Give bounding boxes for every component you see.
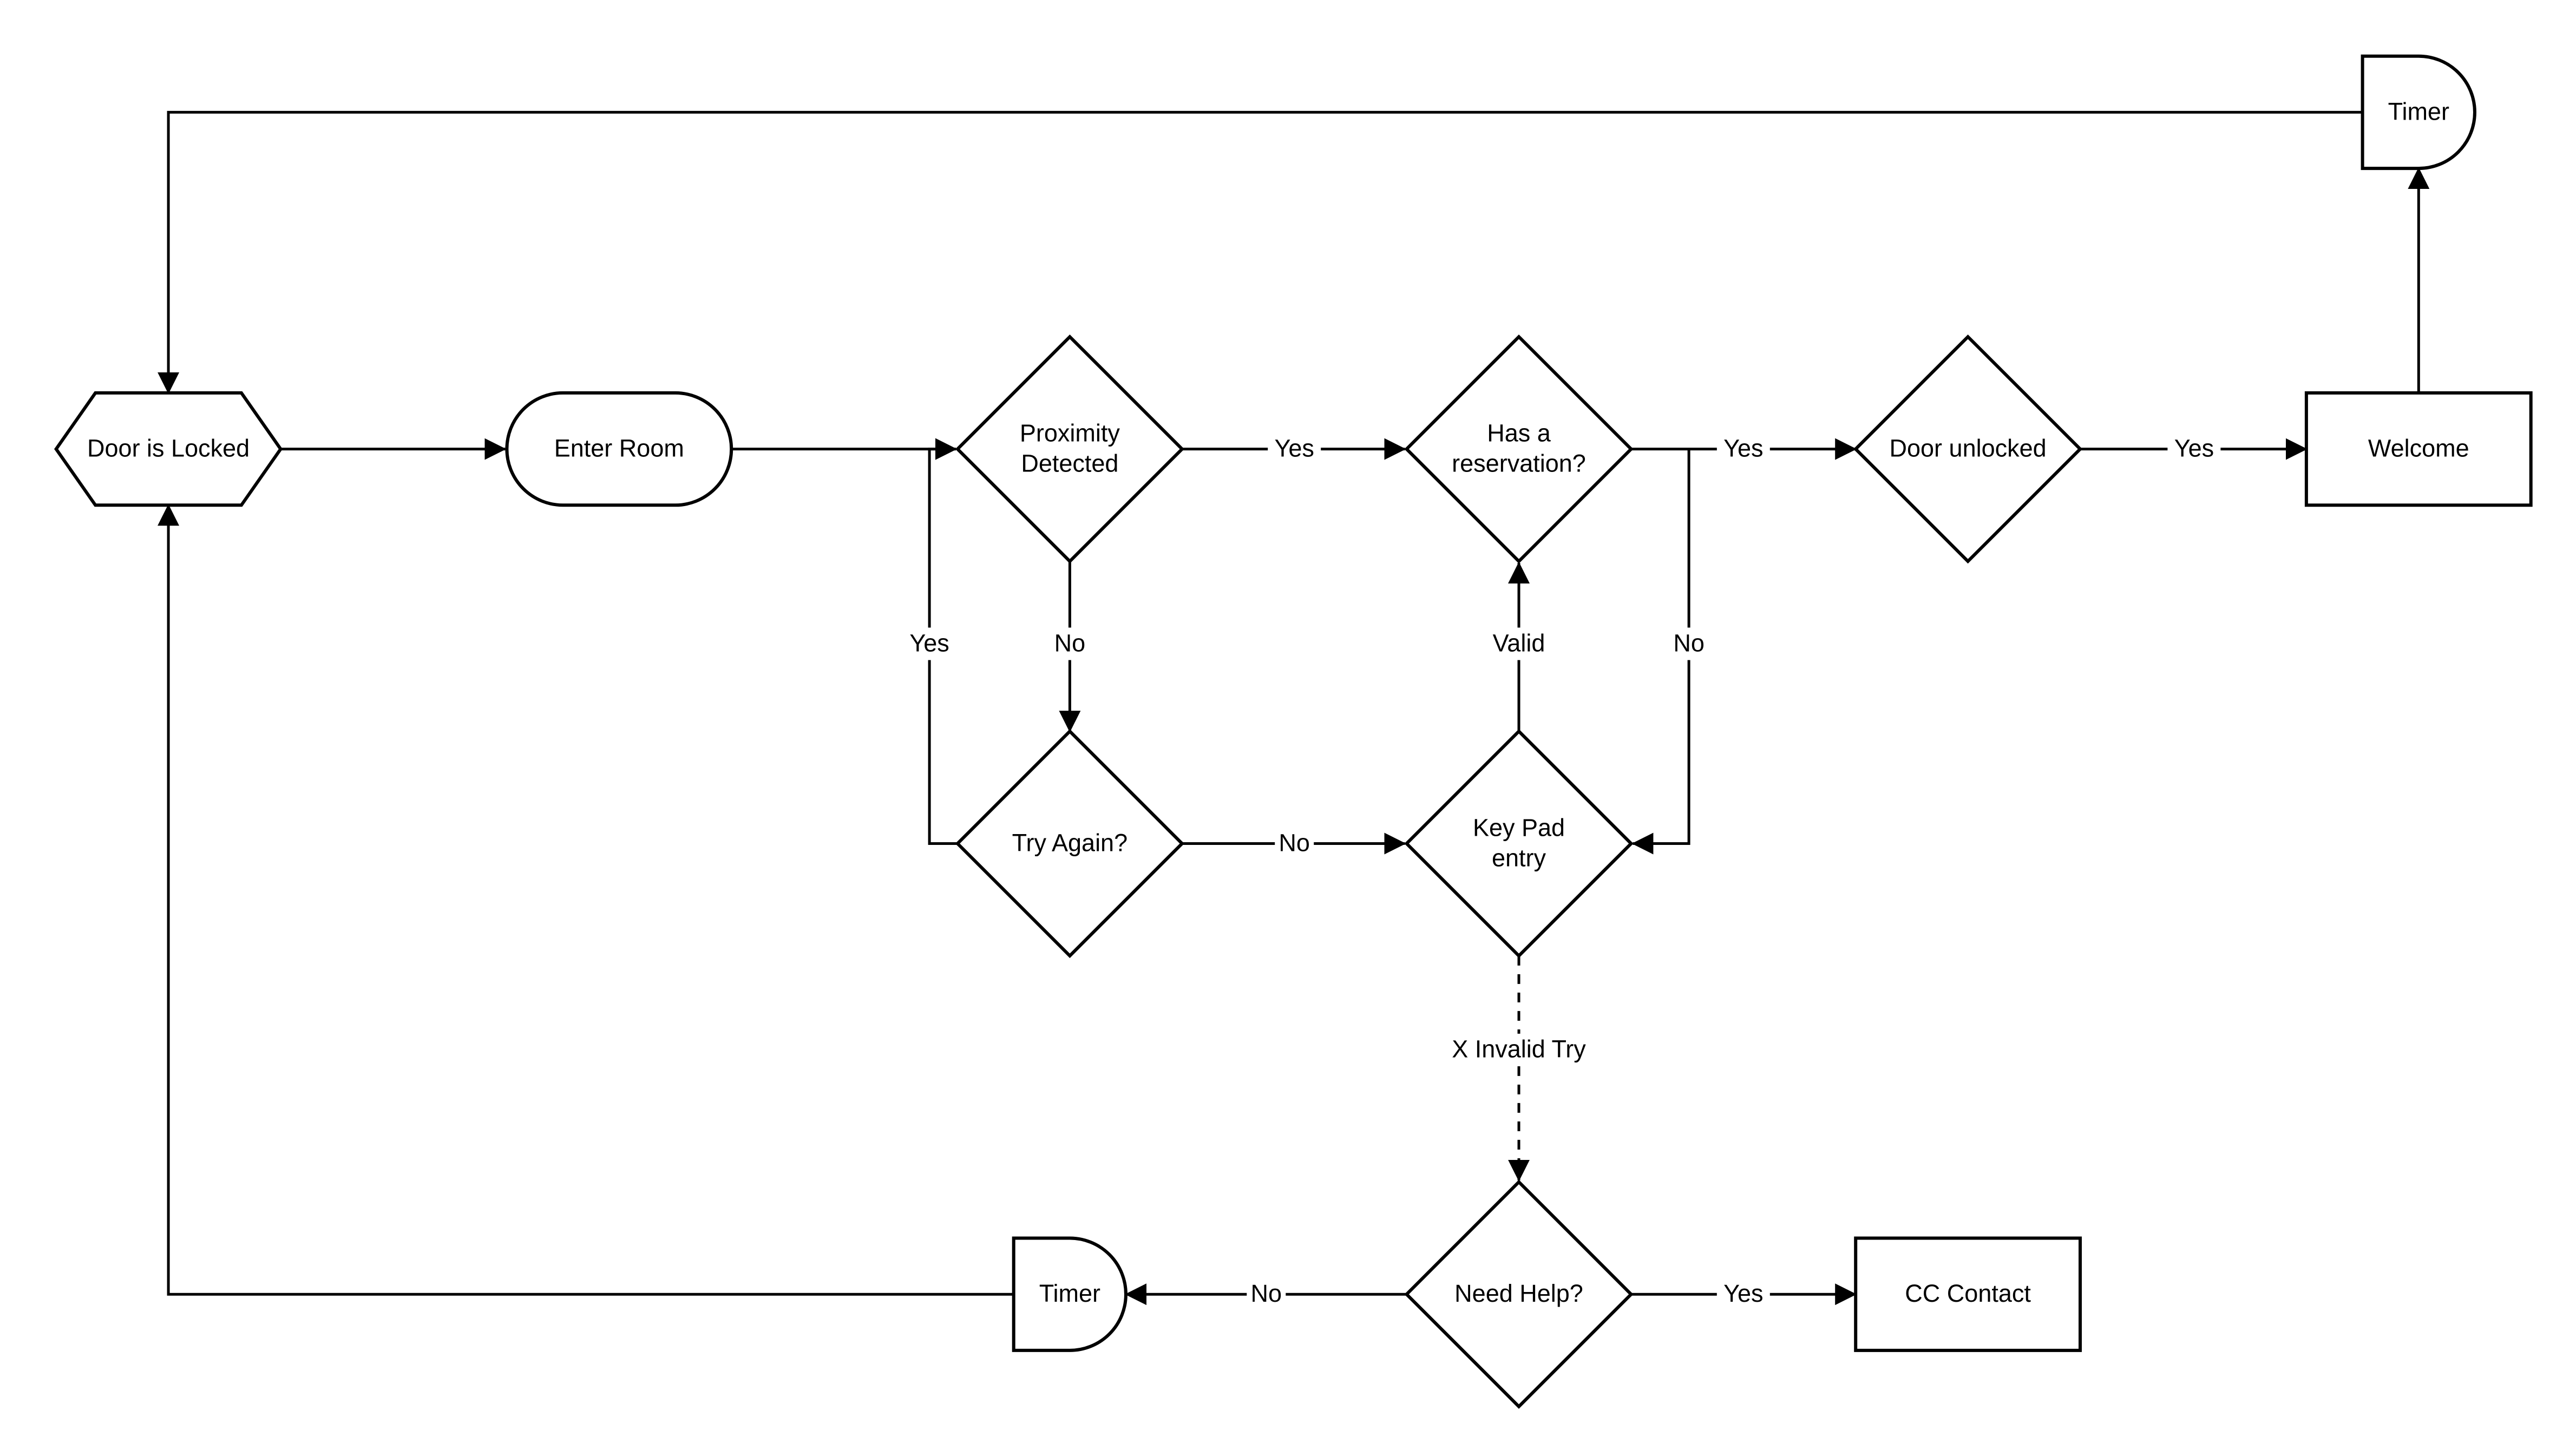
edge-label-keypad-valid: Valid [1478, 627, 1559, 660]
edge-label-proximity-yes: Yes [1268, 432, 1321, 465]
edge-label-background [2167, 432, 2221, 465]
terminator-shape [505, 391, 733, 507]
node-label: Timer [2388, 97, 2449, 125]
node-label: Has a [1487, 419, 1551, 447]
decision-shape [1404, 729, 1634, 959]
node-label: Key Pad [1473, 814, 1565, 841]
edge-label-background [1247, 1278, 1286, 1311]
hexagon-shape [54, 391, 283, 507]
node-keypad: Key Pad entry [1404, 729, 1634, 959]
node-door-locked: Door is Locked [54, 391, 283, 507]
edge-label-text: Yes [1274, 434, 1314, 462]
node-label: Door unlocked [1890, 434, 2047, 462]
process-shape [2304, 391, 2533, 507]
edge-label-text: Valid [1493, 629, 1545, 657]
edge-label-reservation-yes: Yes [1716, 432, 1770, 465]
edge-label-background [1275, 827, 1314, 860]
process-shape [1854, 1236, 2082, 1352]
node-label: Timer [1039, 1280, 1100, 1307]
edge-label-background [1716, 1278, 1770, 1311]
edge-reservation-no [1631, 449, 1690, 855]
node-welcome: Welcome [2304, 391, 2533, 507]
node-label: Proximity [1020, 419, 1120, 447]
decision-shape [1853, 334, 2083, 564]
edge-label-try-again-no: No [1275, 827, 1314, 860]
edge-timer-bottom-to-locked [158, 504, 1014, 1296]
node-label: reservation? [1452, 449, 1586, 477]
node-need-help: Need Help? [1404, 1179, 1634, 1409]
node-cc-contact: CC Contact [1854, 1236, 2082, 1352]
delay-shape [1012, 1236, 1128, 1352]
edge-label-text: Yes [2174, 434, 2214, 462]
edge-label-text: Yes [909, 629, 949, 657]
node-label: Try Again? [1012, 829, 1128, 856]
edge-label-try-again-yes: Yes [903, 627, 956, 660]
edge-label-text: X Invalid Try [1452, 1035, 1586, 1063]
edge-label-background [1669, 627, 1709, 660]
edge-label-text: Yes [1723, 1280, 1763, 1307]
node-timer-top: Timer [2361, 54, 2476, 170]
edge-label-unlocked-yes: Yes [2167, 432, 2221, 465]
edge-label-text: No [1054, 629, 1086, 657]
edge-label-background [1478, 627, 1559, 660]
edge-label-background [1268, 432, 1321, 465]
edge-timer-top-to-locked [158, 110, 2363, 394]
edge-label-need-help-no: No [1247, 1278, 1286, 1311]
edge-label-background [903, 627, 956, 660]
node-label: Door is Locked [87, 434, 250, 462]
decision-shape [1404, 334, 1634, 564]
edge-label-text: No [1279, 829, 1310, 856]
edge-label-background [1050, 627, 1090, 660]
edge-label-text: No [1673, 629, 1705, 657]
node-label: Detected [1021, 449, 1118, 477]
decision-shape [955, 334, 1185, 564]
edge-label-text: Yes [1723, 434, 1763, 462]
node-label: CC Contact [1905, 1280, 2031, 1307]
decision-shape [1404, 1179, 1634, 1409]
node-timer-bottom: Timer [1012, 1236, 1128, 1352]
node-label: entry [1492, 844, 1546, 871]
node-label: Need Help? [1454, 1280, 1583, 1307]
edge-label-background [1716, 432, 1770, 465]
edge-label-background [1422, 1033, 1616, 1066]
delay-shape [2361, 54, 2476, 170]
decision-shape [955, 729, 1185, 959]
edge-label-text: No [1251, 1280, 1282, 1307]
edge-label-reservation-no: No [1669, 627, 1709, 660]
node-door-unlocked: Door unlocked [1853, 334, 2083, 564]
edge-label-proximity-no: No [1050, 627, 1090, 660]
node-label: Enter Room [554, 434, 684, 462]
edge-label-keypad-invalid: X Invalid Try [1422, 1033, 1616, 1066]
node-label: Welcome [2368, 434, 2469, 462]
node-enter-room: Enter Room [505, 391, 733, 507]
node-try-again: Try Again? [955, 729, 1185, 959]
edge-label-need-help-yes: Yes [1716, 1278, 1770, 1311]
